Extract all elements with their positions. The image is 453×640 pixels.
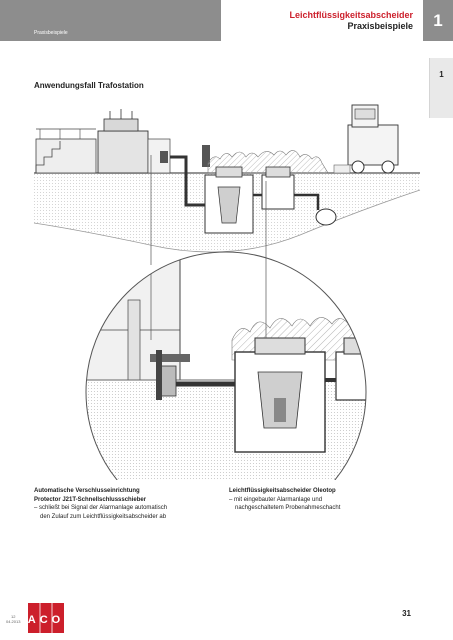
page-heading: Anwendungsfall Trafostation <box>34 81 144 90</box>
footer-meta-line-1: 12 <box>11 614 16 619</box>
chapter-number: 1 <box>423 0 453 41</box>
caption-right: Leichtflüssigkeitsabscheider Oleotop – m… <box>229 487 409 513</box>
caption-right-title-1: Leichtflüssigkeitsabscheider Oleotop <box>229 488 336 494</box>
magnified-detail-circle-illustration <box>85 251 367 480</box>
caption-right-desc-2: nachgeschaltetem Probenahmeschacht <box>235 505 341 511</box>
installation-cross-section-illustration <box>33 104 421 265</box>
caption-left-title-1: Automatische Verschlusseinrichtung <box>34 488 140 494</box>
side-tab-label: 1 <box>439 70 444 79</box>
footer-meta-line-2: 04.2013 <box>6 619 21 624</box>
header-titles: Leichtflüssigkeitsabscheider Praxisbeisp… <box>289 10 413 32</box>
breadcrumb: Praxisbeispiele <box>34 30 68 36</box>
caption-right-desc-1: – mit eingebauter Alarmanlage und <box>229 496 323 503</box>
product-title: Leichtflüssigkeitsabscheider <box>289 10 413 20</box>
side-tab[interactable]: 1 <box>429 58 453 118</box>
footer-meta: 12 04.2013 <box>6 614 20 624</box>
caption-left-desc-1: – schließt bei Signal der Alarmanlage au… <box>34 505 168 511</box>
page-number: 31 <box>402 609 411 618</box>
section-title: Praxisbeispiele <box>347 21 413 31</box>
aco-logo: ACO <box>28 603 64 633</box>
caption-left-title-2: Protector J21T-Schnellschlussschieber <box>34 496 147 503</box>
caption-left: Automatische Verschlusseinrichtung Prote… <box>34 487 204 521</box>
header-bar: Praxisbeispiele <box>0 0 221 41</box>
caption-left-desc-2: den Zulauf zum Leichtflüssigkeitsabschei… <box>40 513 167 520</box>
aco-logo-text: ACO <box>28 614 64 626</box>
